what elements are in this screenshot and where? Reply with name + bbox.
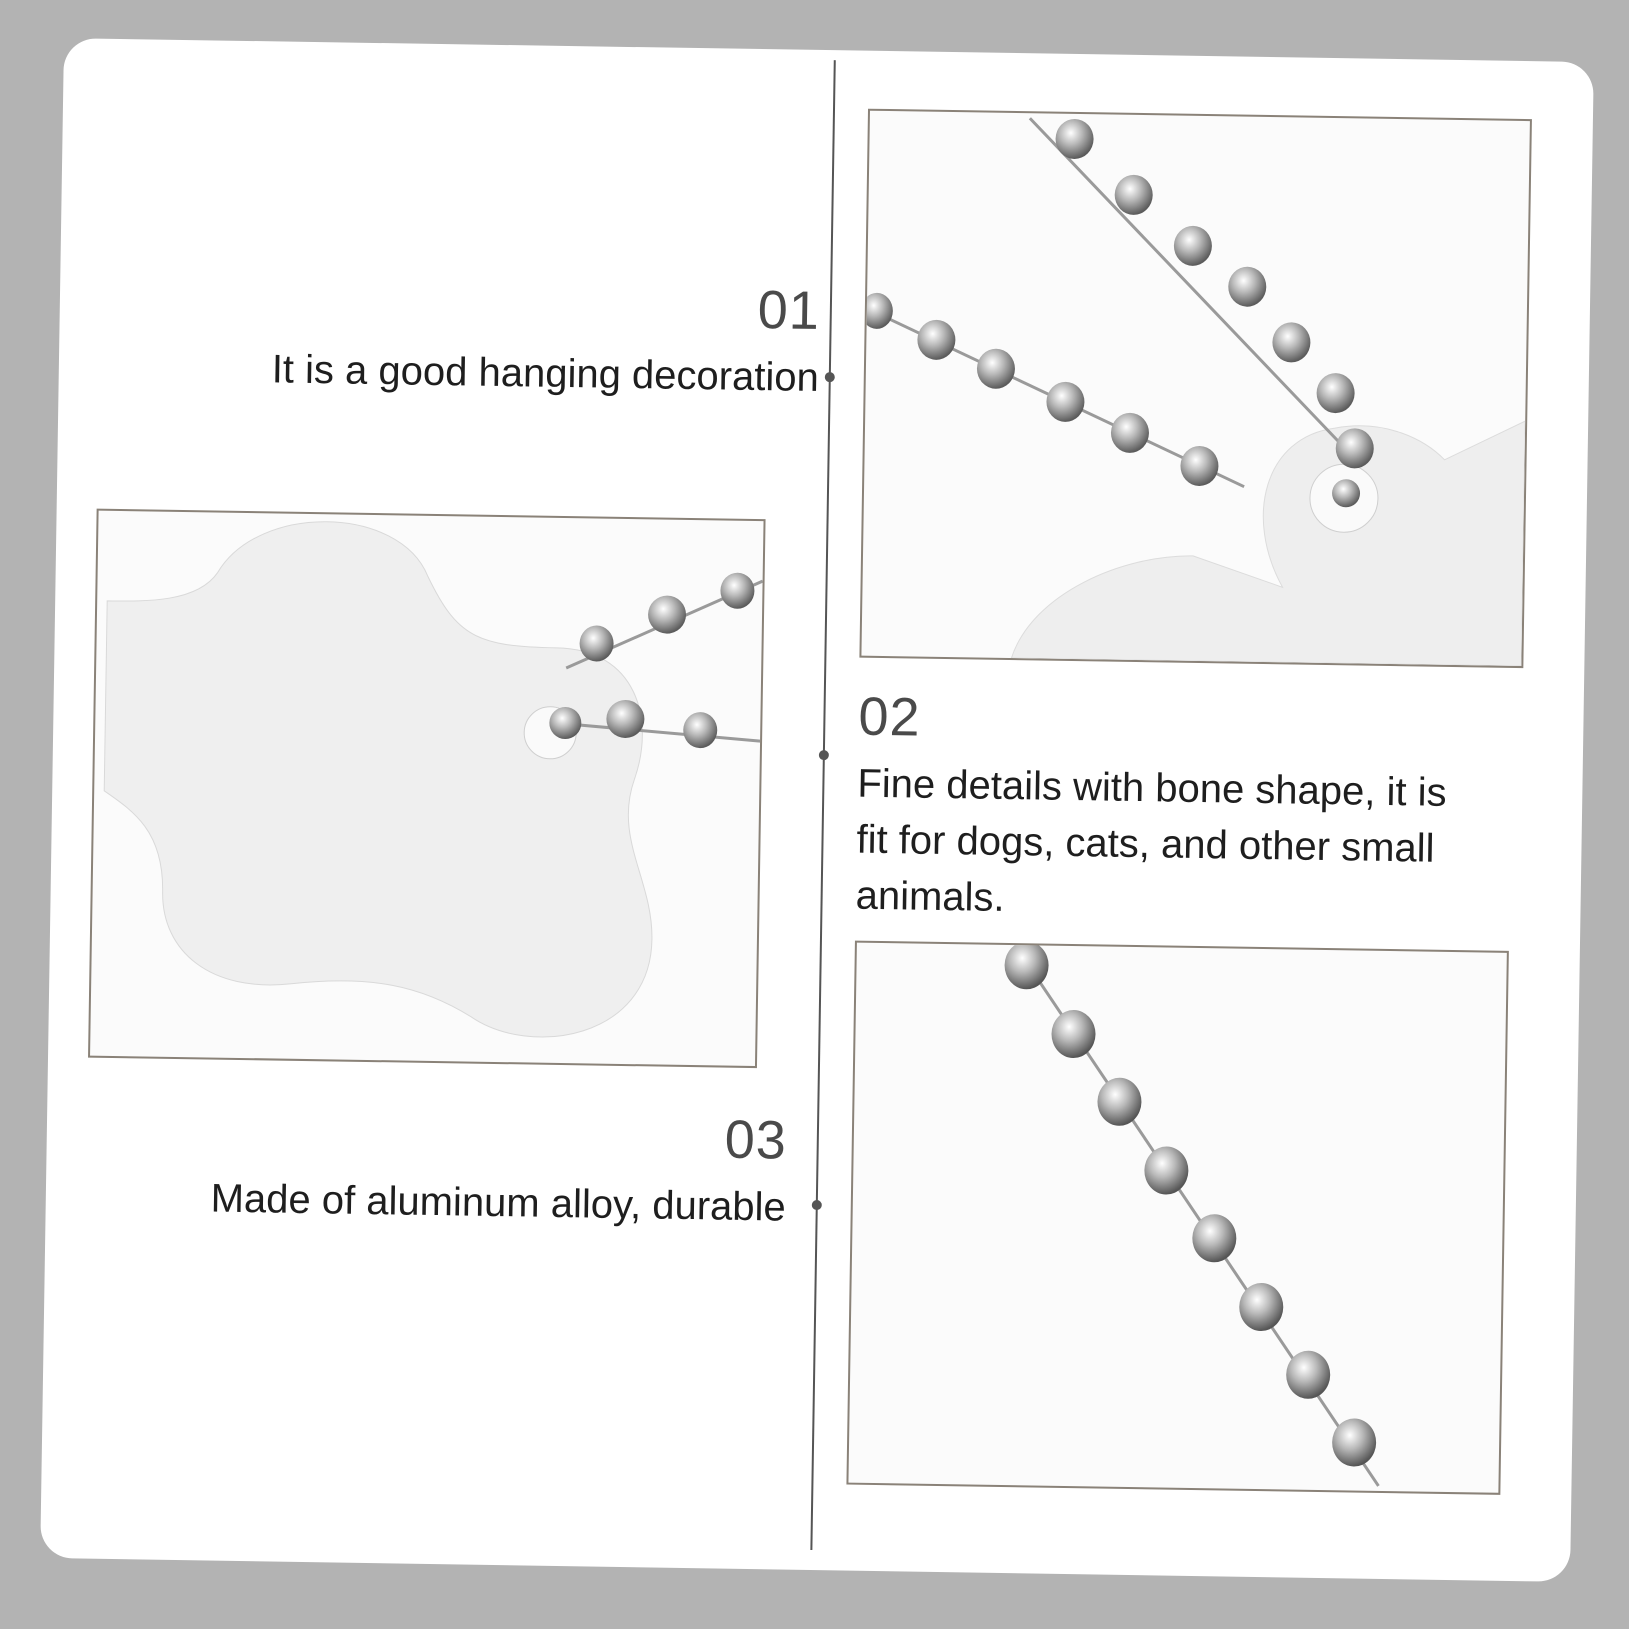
feature-dot-01 — [824, 372, 835, 383]
bone-tag-closeup-icon — [103, 521, 764, 1038]
feature-dot-02 — [818, 750, 829, 761]
image-bone-tag-with-chain — [859, 108, 1532, 669]
image-bone-tag-closeup — [88, 508, 766, 1069]
feature-text-01: It is a good hanging decoration — [271, 347, 820, 400]
feature-dot-03 — [811, 1199, 822, 1211]
image-ball-chain — [846, 940, 1509, 1495]
feature-number-02: 02 — [858, 686, 922, 748]
product-feature-card: 01 It is a good hanging decoration — [40, 38, 1594, 1582]
feature-text-03: Made of aluminum alloy, durable — [210, 1176, 787, 1230]
feature-text-02: Fine details with bone shape, it is fit … — [855, 761, 1447, 920]
feature-number-01: 01 — [757, 280, 821, 341]
bone-tag-with-chain-icon — [861, 117, 1526, 667]
ball-chain-icon — [1004, 942, 1380, 1487]
feature-number-03: 03 — [724, 1109, 788, 1171]
